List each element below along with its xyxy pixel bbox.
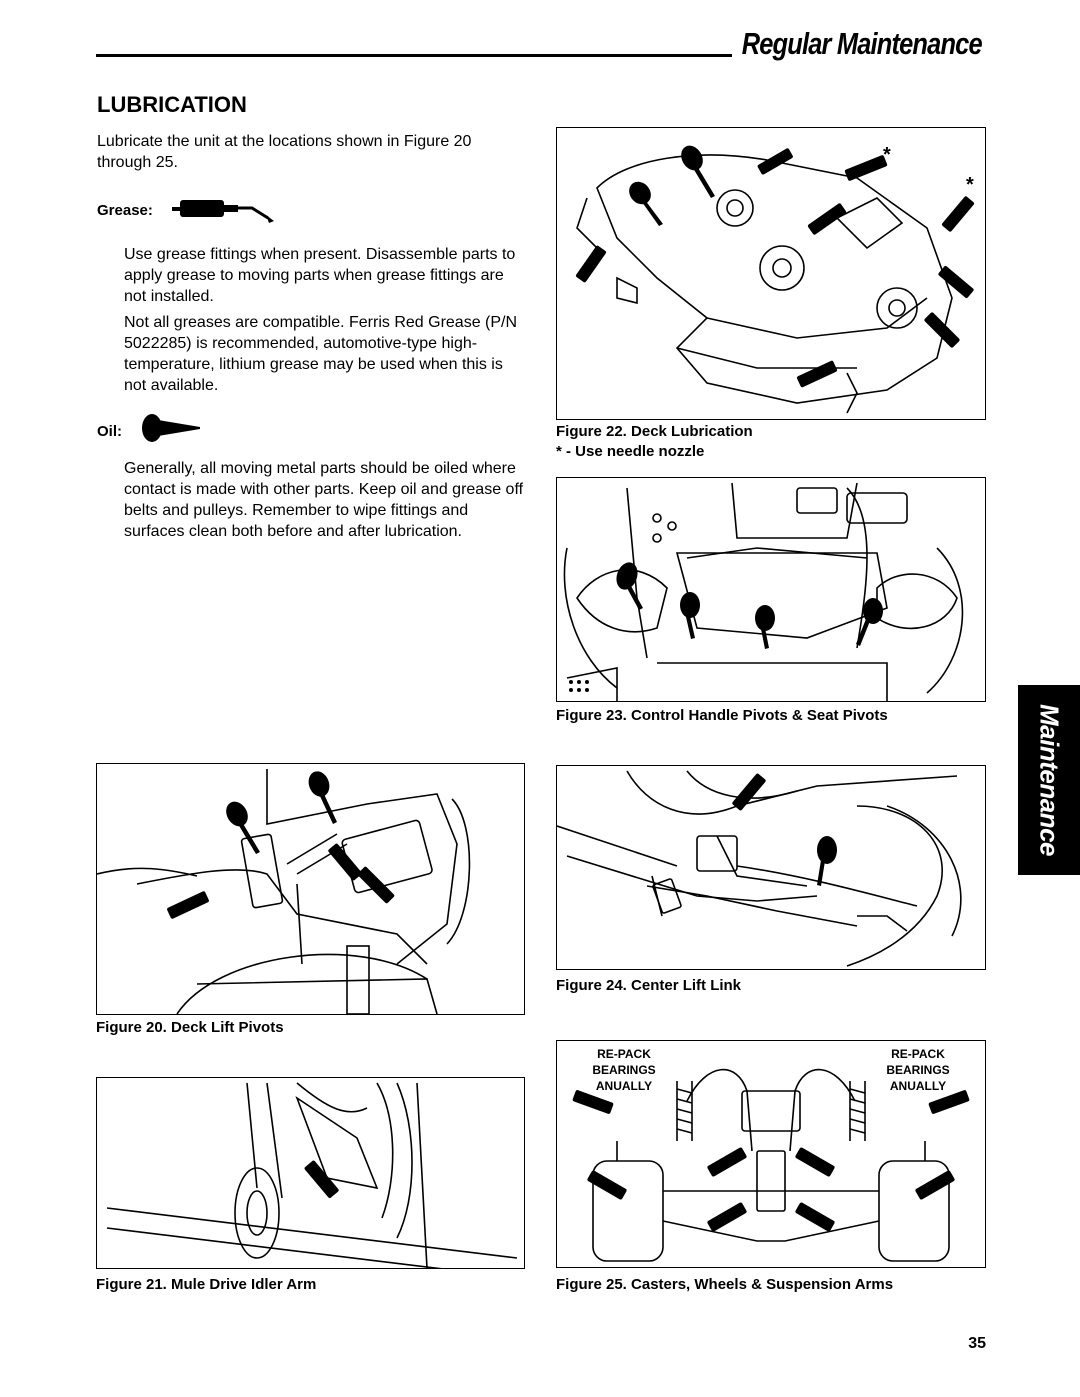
figure-24-caption: Figure 24. Center Lift Link <box>556 977 742 994</box>
repack-label-left: RE-PACK BEARINGS ANUALLY <box>592 1047 656 1093</box>
figure-25-casters-wheels-suspension: RE-PACK BEARINGS ANUALLY RE-PACK BEARING… <box>556 1040 986 1268</box>
figure-22-deck-lubrication: * * <box>556 127 986 420</box>
header-rule <box>96 54 732 57</box>
intro-paragraph: Lubricate the unit at the locations show… <box>97 133 472 171</box>
oil-can-icon <box>142 414 200 442</box>
grease-paragraph-2: Not all greases are compatible. Ferris R… <box>124 314 518 394</box>
figure-20-deck-lift-pivots <box>96 763 525 1015</box>
grease-paragraph-1: Use grease fittings when present. Disass… <box>124 246 516 305</box>
figure-24-center-lift-link <box>556 765 986 970</box>
grease-label: Grease: <box>97 202 153 219</box>
maintenance-side-tab: Maintenance <box>1018 685 1080 875</box>
figure-21-mule-drive-idler-arm <box>96 1077 525 1269</box>
figure-23-control-handle-pivots <box>556 477 986 702</box>
oil-label: Oil: <box>97 423 122 440</box>
figure-22-caption: Figure 22. Deck Lubrication <box>556 423 753 440</box>
page-header-title: Regular Maintenance <box>741 26 983 61</box>
page-number: 35 <box>968 1335 986 1352</box>
side-tab-label: Maintenance <box>1034 704 1065 856</box>
figure-20-caption: Figure 20. Deck Lift Pivots <box>96 1019 284 1036</box>
oil-paragraph: Generally, all moving metal parts should… <box>124 460 524 540</box>
figure-21-caption: Figure 21. Mule Drive Idler Arm <box>96 1276 317 1293</box>
section-heading: LUBRICATION <box>97 92 247 117</box>
figure-22-note: * - Use needle nozzle <box>556 443 705 460</box>
needle-nozzle-star: * <box>883 144 891 166</box>
figure-23-caption: Figure 23. Control Handle Pivots & Seat … <box>556 707 888 724</box>
needle-nozzle-star: * <box>966 174 974 196</box>
figure-25-caption: Figure 25. Casters, Wheels & Suspension … <box>556 1276 894 1293</box>
grease-gun-icon <box>172 200 274 223</box>
repack-label-right: RE-PACK BEARINGS ANUALLY <box>886 1047 950 1093</box>
